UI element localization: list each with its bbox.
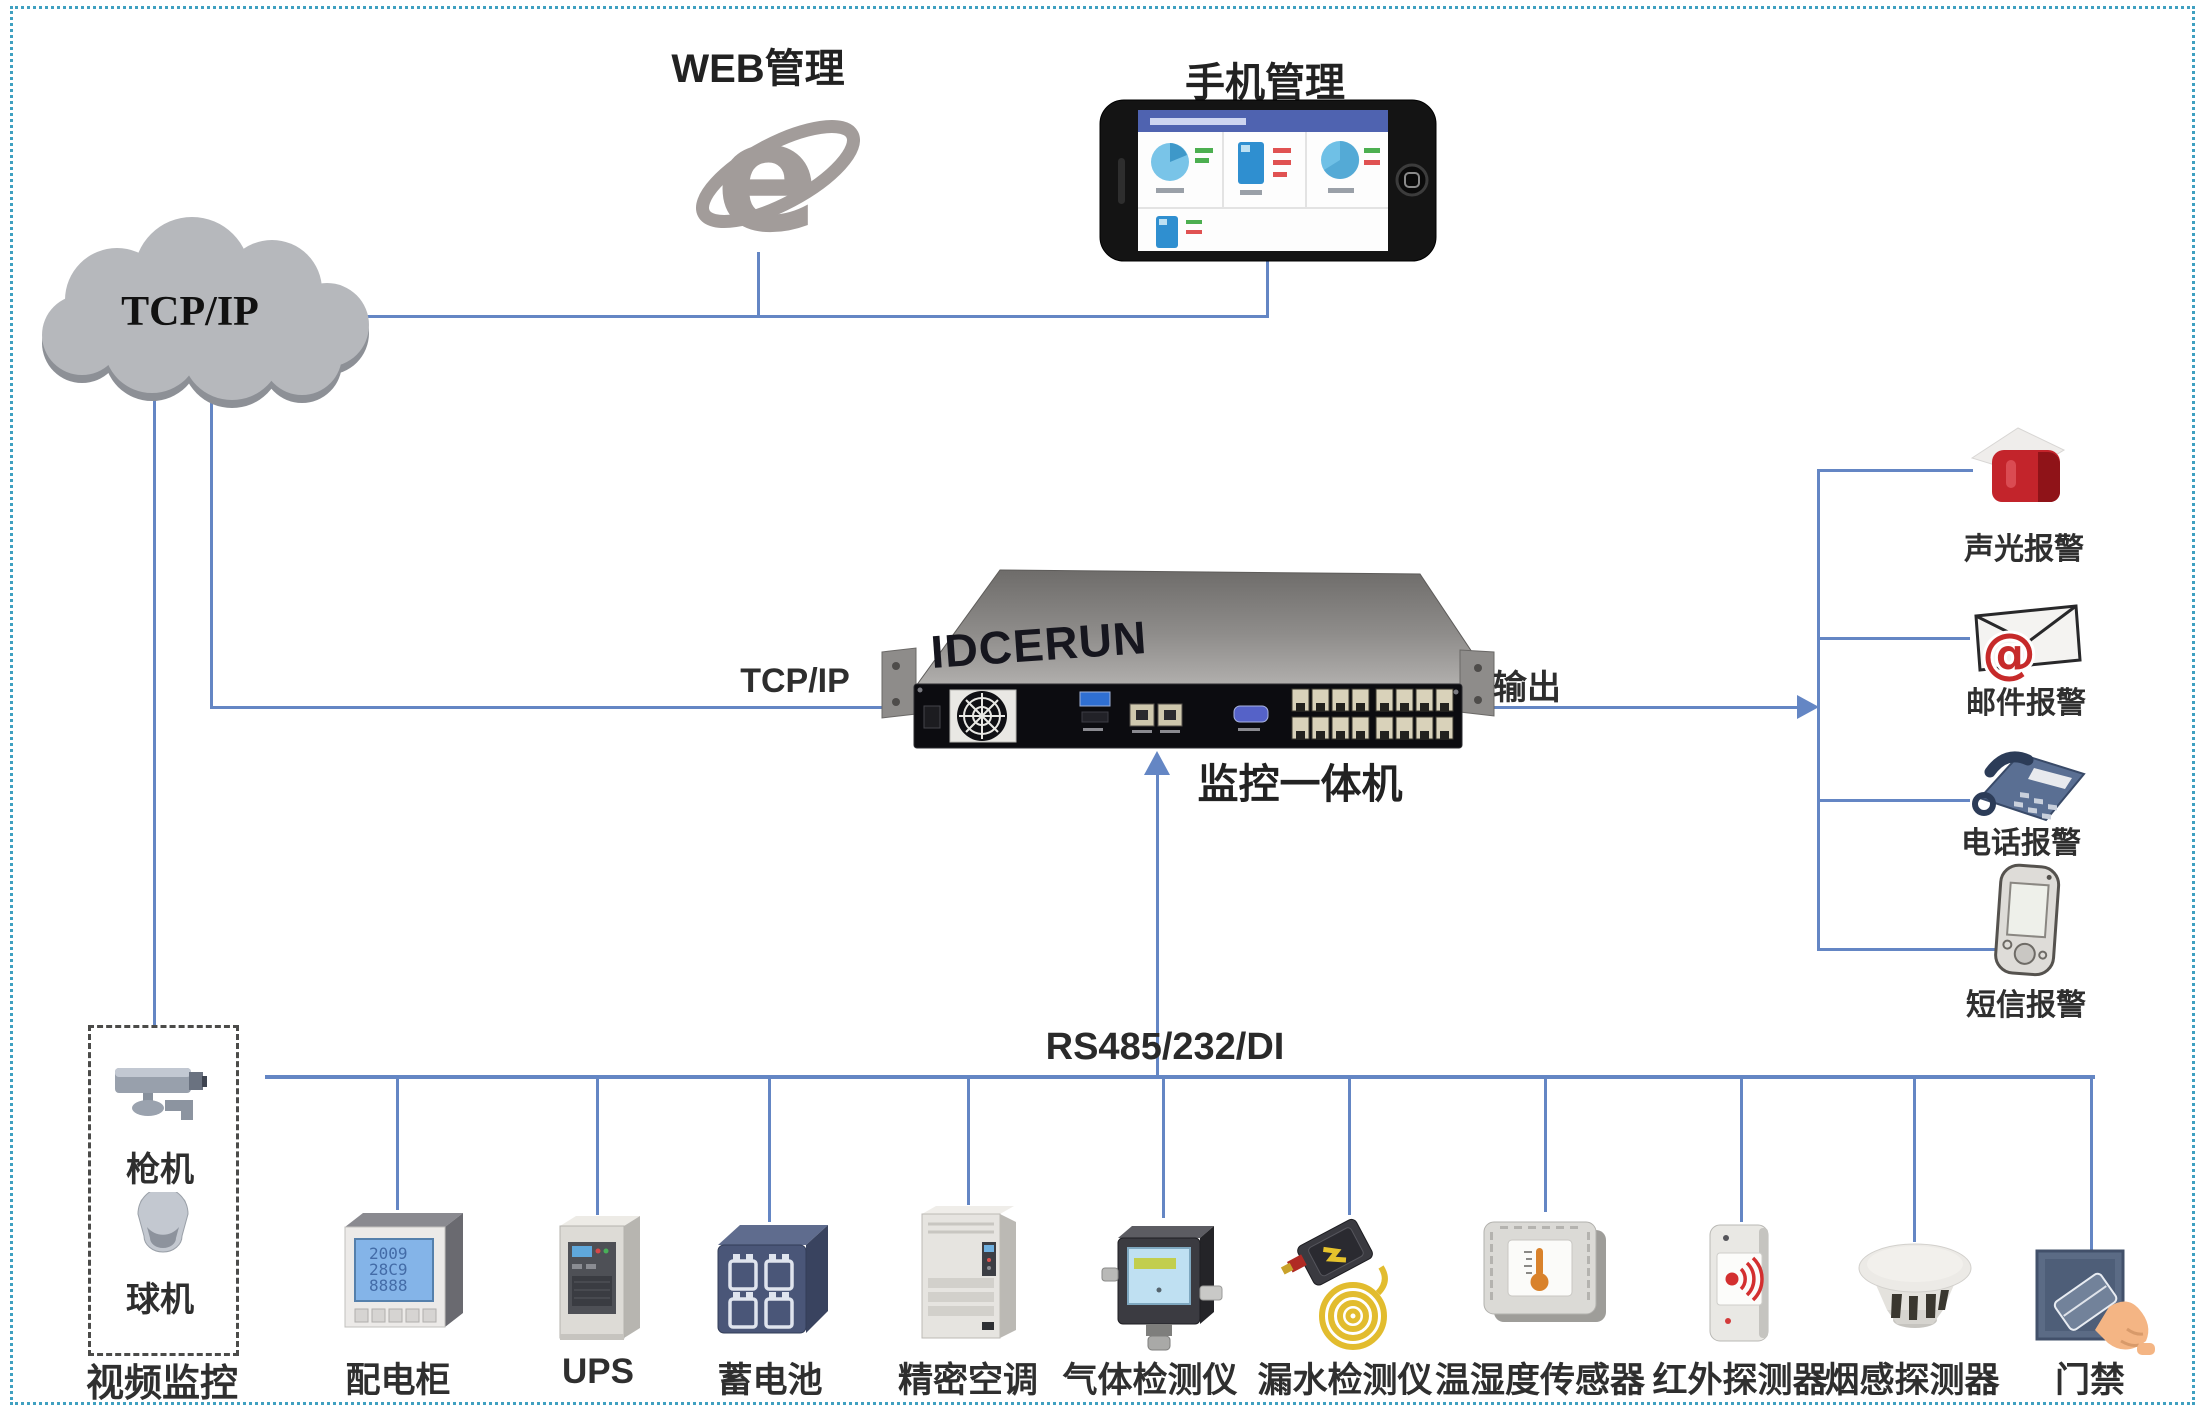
device-label-ac: 精密空调 [897,1361,1039,1400]
drop-battery [768,1078,771,1222]
device-label-power-cabinet: 配电柜 [345,1361,451,1400]
ie-browser-icon: e [696,89,860,264]
branch-email [1817,637,1970,640]
cloud-label: TCP/IP [121,289,259,335]
link-cloud-to-server-vertical [210,398,213,709]
monitoring-server-icon: IDCERUN [881,569,1497,749]
email-alarm-label: 邮件报警 [1966,687,2086,720]
link-cloud-to-clients [352,315,1268,318]
video-surveillance-label: 视频监控 [85,1363,239,1405]
svg-text:28C9: 28C9 [369,1260,408,1279]
telephone-icon [1972,751,2086,822]
link-cloud-to-video [153,392,156,1025]
drop-access [2090,1078,2093,1252]
server-label: 监控一体机 [1197,761,1403,807]
device-label-smoke: 烟感探测器 [1824,1361,2000,1400]
battery-bank-icon [717,1225,828,1334]
branch-sms [1817,948,1997,951]
drop-ups [596,1078,599,1215]
svg-text:8888: 8888 [369,1276,408,1295]
telephone-alarm-label: 电话报警 [1961,827,2081,860]
alarm-bus-line [1817,469,1820,951]
gas-detector-icon [1101,1226,1223,1351]
precision-air-conditioner-icon [921,1206,1016,1339]
bullet-camera-icon [115,1068,207,1120]
email-icon: @ [1974,604,2082,682]
link-web-drop [757,252,760,318]
water-leak-detector-icon [1280,1218,1388,1350]
link-server-output [1449,706,1801,709]
device-label-leak: 漏水检测仪 [1257,1361,1433,1400]
drop-power-cabinet [396,1078,399,1210]
temp-humidity-sensor-icon [1483,1221,1606,1322]
drop-infrared [1740,1078,1743,1222]
branch-telephone [1817,799,1970,802]
riser-arrowhead [1144,751,1170,775]
video-surveillance-box [88,1025,239,1356]
branch-siren [1817,469,1973,472]
device-label-access: 门禁 [2054,1361,2126,1400]
device-label-gas: 气体检测仪 [1062,1361,1238,1400]
link-cloud-to-server-horizontal [210,706,900,709]
drop-leak [1348,1078,1351,1215]
bullet-camera-label: 枪机 [126,1151,194,1189]
field-bus-line [265,1075,2095,1079]
tcpip-cloud-icon [42,217,369,408]
output-arrowhead [1797,695,1819,719]
device-label-temphum: 温湿度传感器 [1434,1361,1646,1400]
siren-alarm-label: 声光报警 [1964,533,2084,566]
access-control-icon [2035,1249,2155,1355]
field-bus-label: RS485/232/DI [1045,1026,1285,1068]
svg-text:e: e [716,89,819,264]
server-left-link-label: TCP/IP [740,662,850,700]
drop-ac [967,1078,970,1205]
svg-text:2009: 2009 [369,1244,408,1263]
dome-camera-icon [137,1192,189,1253]
smartphone-dashboard-icon [1099,99,1437,262]
smoke-detector-icon [1858,1243,1972,1328]
svg-text:@: @ [1982,622,2036,682]
device-label-ups: UPS [562,1352,634,1391]
infrared-detector-icon [1709,1224,1769,1342]
sms-alarm-label: 短信报警 [1966,989,2086,1022]
dome-camera-label: 球机 [126,1281,194,1319]
drop-gas [1162,1078,1165,1218]
drop-temphum [1544,1078,1547,1212]
mobile-management-label: 手机管理 [1185,61,1345,105]
link-mobile-drop [1266,258,1269,318]
ups-tower-icon [559,1216,640,1340]
device-label-infrared: 红外探测器 [1652,1361,1828,1400]
device-label-battery: 蓄电池 [717,1361,823,1400]
sms-phone-icon [1994,863,2061,977]
drop-smoke [1913,1078,1916,1242]
web-management-label: WEB管理 [671,47,845,91]
riser-bus-to-server [1156,775,1159,1078]
siren-icon [1970,427,2066,502]
server-output-label: 输出 [1493,669,1561,707]
